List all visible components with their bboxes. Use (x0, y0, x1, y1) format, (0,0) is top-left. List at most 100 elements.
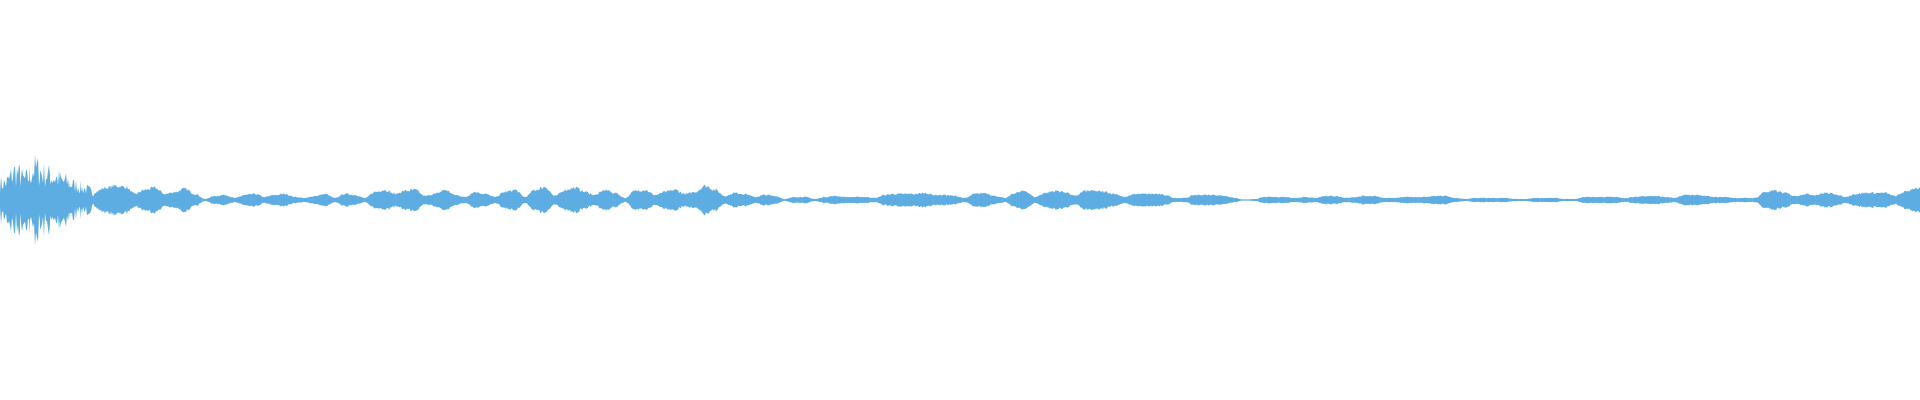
waveform-segment (540, 186, 550, 214)
waveform-segment (510, 189, 520, 211)
waveform-segment (1730, 197, 1740, 203)
waveform-segment (460, 195, 470, 205)
waveform-segment (1760, 190, 1770, 210)
waveform-segment (50, 170, 60, 230)
waveform-segment (1120, 195, 1130, 205)
waveform-segment (1690, 194, 1700, 206)
waveform-segment (840, 196, 850, 204)
waveform-segment (1150, 193, 1160, 207)
waveform-segment (710, 188, 720, 212)
waveform-segment (780, 197, 790, 203)
waveform-segment (1180, 197, 1190, 203)
waveform-segment (490, 194, 500, 206)
waveform-segment (810, 197, 820, 203)
waveform-segment (1780, 191, 1790, 209)
waveform-segment (1860, 192, 1870, 208)
waveform-segment (1000, 195, 1010, 205)
waveform-segment (570, 186, 580, 214)
waveform-segment (680, 191, 690, 209)
waveform-segment (550, 191, 560, 209)
waveform-segment (1130, 193, 1140, 207)
waveform-segment (1480, 197, 1490, 203)
waveform-segment (450, 193, 460, 207)
waveform-segment (470, 191, 480, 209)
waveform-segment (890, 193, 900, 207)
waveform-segment (60, 172, 70, 228)
waveform-segment (960, 195, 970, 205)
waveform-segment (900, 193, 910, 207)
waveform-segment (1310, 196, 1320, 204)
waveform-segment (1080, 189, 1090, 211)
waveform-segment (750, 194, 760, 206)
waveform-segment (1440, 195, 1450, 205)
waveform-segment (1890, 193, 1900, 207)
waveform-segment (590, 191, 600, 209)
waveform-segment (1320, 195, 1330, 205)
waveform-segment (730, 192, 740, 208)
waveform-segment (1910, 187, 1920, 213)
waveform-segment (1290, 197, 1300, 203)
waveform-segment (860, 196, 870, 204)
waveform-segment (1260, 196, 1270, 204)
waveform-segment (1790, 195, 1800, 205)
waveform-segment (1740, 197, 1750, 203)
waveform-segment (580, 189, 590, 211)
waveform-segment (1880, 192, 1890, 208)
waveform-segment (1470, 197, 1480, 203)
waveform-segment (1620, 197, 1630, 203)
waveform-segment (1800, 193, 1810, 207)
waveform-segment (1410, 196, 1420, 204)
waveform-segment (380, 189, 390, 211)
waveform-segment (280, 193, 290, 207)
waveform-segment (930, 193, 940, 207)
waveform-segment (800, 196, 810, 204)
waveform-segment (980, 192, 990, 208)
waveform-segment (240, 193, 250, 207)
waveform-segment (1300, 196, 1310, 204)
waveform-segment (560, 189, 570, 211)
waveform-segment (480, 193, 490, 207)
waveform-segment (690, 189, 700, 211)
waveform-segment (1700, 195, 1710, 205)
waveform-segment (1400, 196, 1410, 204)
waveform-segment (360, 194, 370, 206)
waveform-segment (370, 191, 380, 209)
waveform-segment (260, 194, 270, 206)
waveform-segment (110, 184, 120, 216)
waveform-segment (1570, 197, 1580, 203)
waveform-segment (600, 189, 610, 211)
waveform-segment (350, 194, 360, 206)
waveform-segment (1220, 195, 1230, 205)
waveform-segment (1870, 192, 1880, 208)
waveform-segment (1050, 189, 1060, 211)
waveform-segment (1530, 197, 1540, 203)
waveform-segment (910, 192, 920, 208)
waveform-segment (1380, 197, 1390, 203)
waveform-segment (1610, 196, 1620, 204)
waveform-segment (70, 179, 80, 221)
waveform-segment (1040, 191, 1050, 209)
waveform-segment (310, 194, 320, 206)
waveform-segment (1450, 196, 1460, 204)
waveform-segment (1460, 198, 1470, 202)
waveform-segment (1390, 197, 1400, 203)
waveform-segment (830, 195, 840, 205)
waveform-segment (1550, 197, 1560, 203)
waveform-segment (200, 196, 210, 204)
waveform-segment (160, 190, 170, 210)
waveform-segment (10, 164, 20, 236)
waveform-segment (630, 190, 640, 210)
waveform-segment (390, 192, 400, 208)
waveform-segment (1160, 194, 1170, 206)
waveform-segment (250, 193, 260, 207)
waveform-segment (1850, 192, 1860, 208)
waveform-segment (1750, 194, 1760, 206)
waveform-segment (1170, 196, 1180, 204)
waveform-segment (820, 196, 830, 204)
waveform-segment (1650, 195, 1660, 205)
waveform-segment (1590, 196, 1600, 204)
waveform-segment (1090, 189, 1100, 211)
waveform-segment (1140, 193, 1150, 207)
waveform-segment (30, 154, 40, 246)
waveform-segment (140, 188, 150, 212)
